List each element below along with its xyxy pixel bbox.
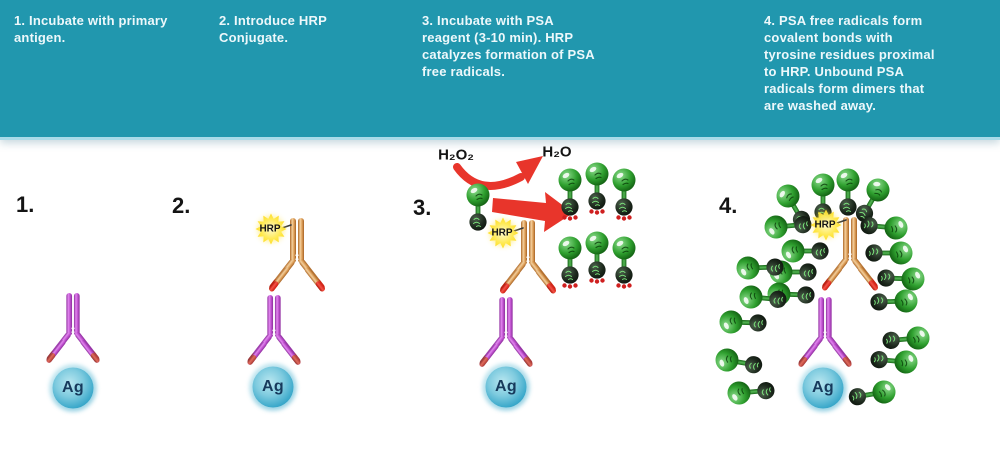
bound-psa-molecule [877,267,925,291]
primary-antibody [798,297,852,367]
primary-antibody [479,297,533,367]
bound-psa-molecule [764,215,812,239]
hrp-enzyme [810,209,842,241]
bound-psa-molecule [719,310,767,334]
psa-free-radical [585,162,609,215]
step-1-number: 1. [16,192,35,217]
primary-antibody [247,295,301,365]
antigen [799,364,847,412]
antigen-label: Ag [262,378,284,395]
hrp-enzyme [487,217,519,249]
bound-psa-molecule [736,256,784,280]
bound-psa-molecule [715,348,763,374]
antigen-label: Ag [812,379,834,396]
bound-psa-molecule [865,241,913,265]
step-4-number: 4. [719,193,738,218]
psa-free-radical [612,168,636,221]
psa-free-radical [612,236,636,289]
step-3-description: 3. Incubate with PSA reagent (3-10 min).… [422,13,595,79]
hrp-label: HRP [814,219,836,231]
hrp-enzyme [255,213,287,245]
secondary-antibody [269,218,325,292]
bound-psa-molecule [836,168,860,216]
bound-psa-molecule [870,289,918,313]
secondary-antibody [822,217,878,291]
primary-antibody [46,293,100,363]
bound-psa-molecule [882,326,930,350]
psa-free-radical [585,231,609,284]
h2o2-to-h2o-arrowhead [516,156,543,184]
bound-psa-molecule [727,381,775,405]
header-band: 1. Incubate with primary antigen. 2. Int… [0,0,1000,140]
step-2-description: 2. Introduce HRP Conjugate. [219,13,327,45]
psa-free-radical [558,168,582,221]
water-label: H₂O [542,143,572,161]
peroxide-label: H₂O₂ [438,146,474,164]
bound-psa-molecule [860,216,908,240]
antigen-label: Ag [62,379,84,396]
hrp-label: HRP [259,223,281,235]
step-4-description: 4. PSA free radicals form covalent bonds… [764,13,935,113]
h2o2-to-h2o-arrow [453,163,525,190]
secondary-antibody [500,220,556,294]
antigen [482,363,530,411]
psa-free-radical [558,236,582,289]
hrp-label: HRP [491,227,513,239]
bound-psa-molecule [870,350,918,374]
bound-psa-molecule [739,285,787,309]
step-1-description: 1. Incubate with primary antigen. [14,13,168,45]
antigen [49,364,97,412]
radical-formation-arrow [492,192,573,232]
step-3-number: 3. [413,195,432,220]
bound-psa-molecule [781,239,829,263]
antigen-label: Ag [495,378,517,395]
antigen [249,363,297,411]
bound-psa-molecule [848,380,896,406]
bound-psa-molecule [855,178,890,222]
step-2-number: 2. [172,193,191,218]
psa-molecule [466,183,490,231]
